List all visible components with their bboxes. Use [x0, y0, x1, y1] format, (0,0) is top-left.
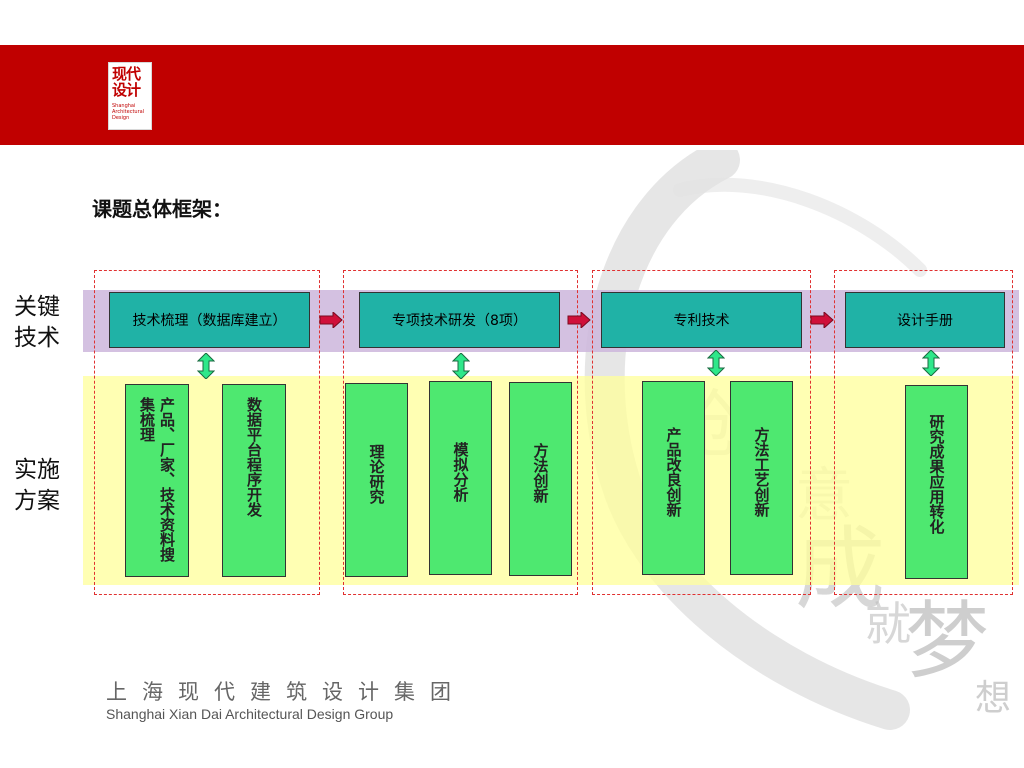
watermark-char-5: 梦	[905, 592, 989, 690]
impl-box-results-application: 研究成果应用转化	[905, 385, 968, 579]
double-arrow-3	[707, 350, 725, 376]
flow-arrow-1	[319, 312, 343, 328]
double-arrow-2	[452, 353, 470, 379]
impl-box-label: 数据平台程序开发	[244, 397, 264, 576]
impl-box-label: 模拟分析	[451, 442, 471, 574]
impl-box-theory-research: 理论研究	[345, 383, 408, 577]
page-title: 课题总体框架：	[92, 193, 232, 222]
impl-box-data-collection: 产品、厂家、技术资料搜集梳理	[125, 384, 189, 577]
flow-arrow-2	[567, 312, 591, 328]
impl-box-label: 研究成果应用转化	[927, 414, 947, 578]
impl-box-label: 理论研究	[367, 444, 387, 576]
flow-arrow-3	[810, 312, 834, 328]
impl-box-method-innovation: 方法创新	[509, 382, 572, 576]
impl-box-label: 产品、厂家、技术资料搜集梳理	[137, 397, 177, 575]
footer-company-cn: 上海现代建筑设计集团	[106, 676, 466, 706]
impl-box-platform-dev: 数据平台程序开发	[222, 384, 286, 577]
impl-box-label: 方法创新	[531, 443, 551, 575]
logo-en-text: Shanghai Architectural Design	[112, 103, 150, 121]
watermark-char-6: 想	[975, 678, 1011, 719]
company-logo: 现代设计 Shanghai Architectural Design	[108, 62, 152, 130]
row-label-key-tech: 关键技术	[14, 292, 66, 354]
footer-company-en: Shanghai Xian Dai Architectural Design G…	[106, 706, 393, 722]
impl-box-product-improvement: 产品改良创新	[642, 381, 705, 575]
double-arrow-1	[197, 353, 215, 379]
impl-box-label: 产品改良创新	[664, 427, 684, 574]
double-arrow-4	[922, 350, 940, 376]
key-tech-box-design-manual: 设计手册	[845, 292, 1005, 348]
key-tech-box-special-rd: 专项技术研发（8项）	[359, 292, 560, 348]
key-tech-box-database: 技术梳理（数据库建立）	[109, 292, 310, 348]
row-label-implementation: 实施方案	[14, 455, 66, 517]
impl-box-label: 方法工艺创新	[752, 427, 772, 574]
key-tech-box-patent: 专利技术	[601, 292, 802, 348]
logo-cn-text: 现代设计	[112, 66, 150, 100]
impl-box-process-innovation: 方法工艺创新	[730, 381, 793, 575]
header-band	[0, 45, 1024, 145]
impl-box-simulation: 模拟分析	[429, 381, 492, 575]
